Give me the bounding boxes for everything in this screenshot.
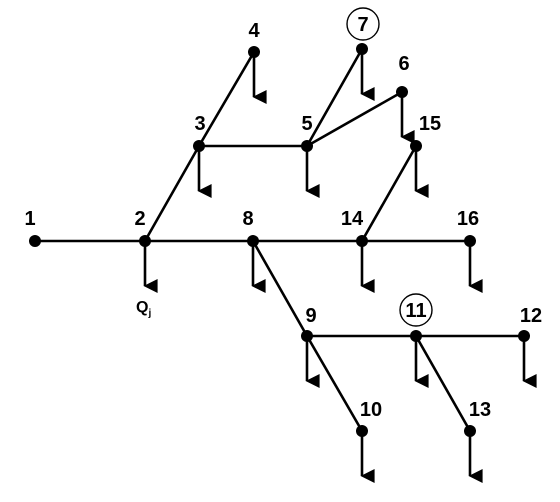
edge-9-10 xyxy=(305,334,364,433)
node-label-11: 11 xyxy=(405,300,426,322)
node-label-4: 4 xyxy=(248,20,260,42)
edge-11-13 xyxy=(414,334,472,433)
node-8 xyxy=(247,235,259,247)
node-label-3: 3 xyxy=(194,113,205,135)
node-11 xyxy=(410,330,422,342)
node-7 xyxy=(356,43,368,55)
node-label-13: 13 xyxy=(469,399,491,421)
node-label-10: 10 xyxy=(360,399,382,421)
svg-text:Qj: Qj xyxy=(136,299,151,319)
node-10 xyxy=(356,425,368,437)
node-label-ring-11 xyxy=(399,293,433,327)
node-label-16: 16 xyxy=(457,208,479,230)
node-9 xyxy=(301,330,313,342)
node-label-9: 9 xyxy=(305,305,316,327)
node-label-8: 8 xyxy=(242,208,253,230)
node-12 xyxy=(518,330,530,342)
node-4 xyxy=(248,46,260,58)
edge-5-7 xyxy=(305,47,364,148)
node-5 xyxy=(301,140,313,152)
edge-5-6 xyxy=(305,90,404,148)
node-13 xyxy=(464,425,476,437)
node-6 xyxy=(396,86,408,98)
load-annotation: Qj xyxy=(136,299,151,319)
node-label-5: 5 xyxy=(301,113,312,135)
load-annotation-subscript: j xyxy=(147,308,151,319)
edge-14-15 xyxy=(360,144,418,243)
node-label-6: 6 xyxy=(398,53,409,75)
node-2 xyxy=(139,235,151,247)
node-label-ring-7 xyxy=(346,7,380,41)
node-16 xyxy=(464,235,476,247)
node-label-14: 14 xyxy=(341,208,364,230)
node-15 xyxy=(410,140,422,152)
node-1 xyxy=(29,235,41,247)
edges-layer xyxy=(33,47,526,433)
node-3 xyxy=(193,140,205,152)
load-annotation-main: Q xyxy=(136,299,148,316)
node-label-7: 7 xyxy=(357,14,368,36)
node-label-1: 1 xyxy=(24,208,35,230)
node-label-15: 15 xyxy=(419,113,441,135)
loads-layer xyxy=(143,49,537,483)
node-label-2: 2 xyxy=(134,208,145,230)
node-label-12: 12 xyxy=(520,305,542,327)
edge-2-3 xyxy=(143,144,201,243)
edge-3-4 xyxy=(197,50,256,148)
node-14 xyxy=(356,235,368,247)
nodes-layer xyxy=(29,43,530,437)
edge-8-9 xyxy=(251,239,309,338)
